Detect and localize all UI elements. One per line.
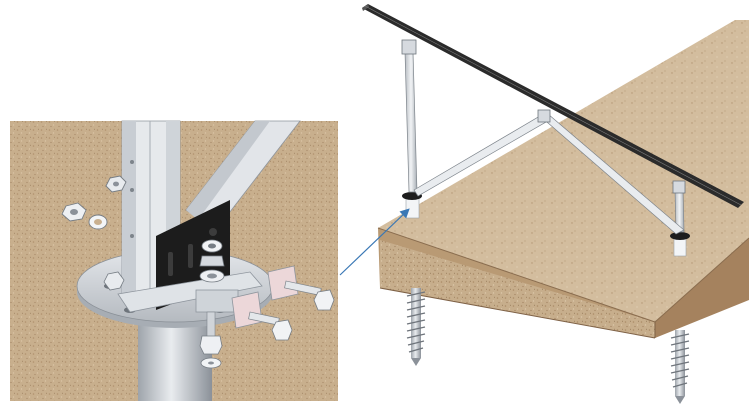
mid-rail-clamp bbox=[537, 109, 551, 123]
slab-right-face bbox=[655, 238, 749, 338]
inset-loose-nut bbox=[61, 202, 87, 222]
rear-rail-clamp bbox=[672, 180, 686, 194]
inset-bolt-lower bbox=[231, 291, 293, 341]
slab-bottom-edge bbox=[379, 287, 656, 339]
callout-arrow bbox=[339, 208, 410, 276]
front-leg bbox=[404, 51, 418, 193]
mount-frame bbox=[362, 4, 744, 257]
inset-side-bolt-left bbox=[103, 271, 125, 291]
front-rail-clamp bbox=[401, 39, 417, 55]
inset-bracket-block bbox=[195, 289, 239, 313]
ground-screw-left bbox=[406, 288, 426, 366]
slab-front-texture bbox=[380, 240, 655, 338]
inset-small-nut bbox=[105, 175, 127, 193]
rear-base-plate bbox=[670, 232, 690, 240]
inset-bolt-upper bbox=[267, 265, 335, 311]
ground-slab bbox=[377, 20, 749, 339]
ground-screws bbox=[406, 288, 690, 404]
ground-screw-right bbox=[670, 330, 690, 404]
inset-bottom-bolt bbox=[199, 311, 223, 369]
inset-loose-washer bbox=[88, 214, 108, 230]
inset-nut-stack bbox=[199, 239, 225, 283]
detail-inset bbox=[10, 120, 338, 401]
slab-top-face bbox=[378, 20, 749, 322]
